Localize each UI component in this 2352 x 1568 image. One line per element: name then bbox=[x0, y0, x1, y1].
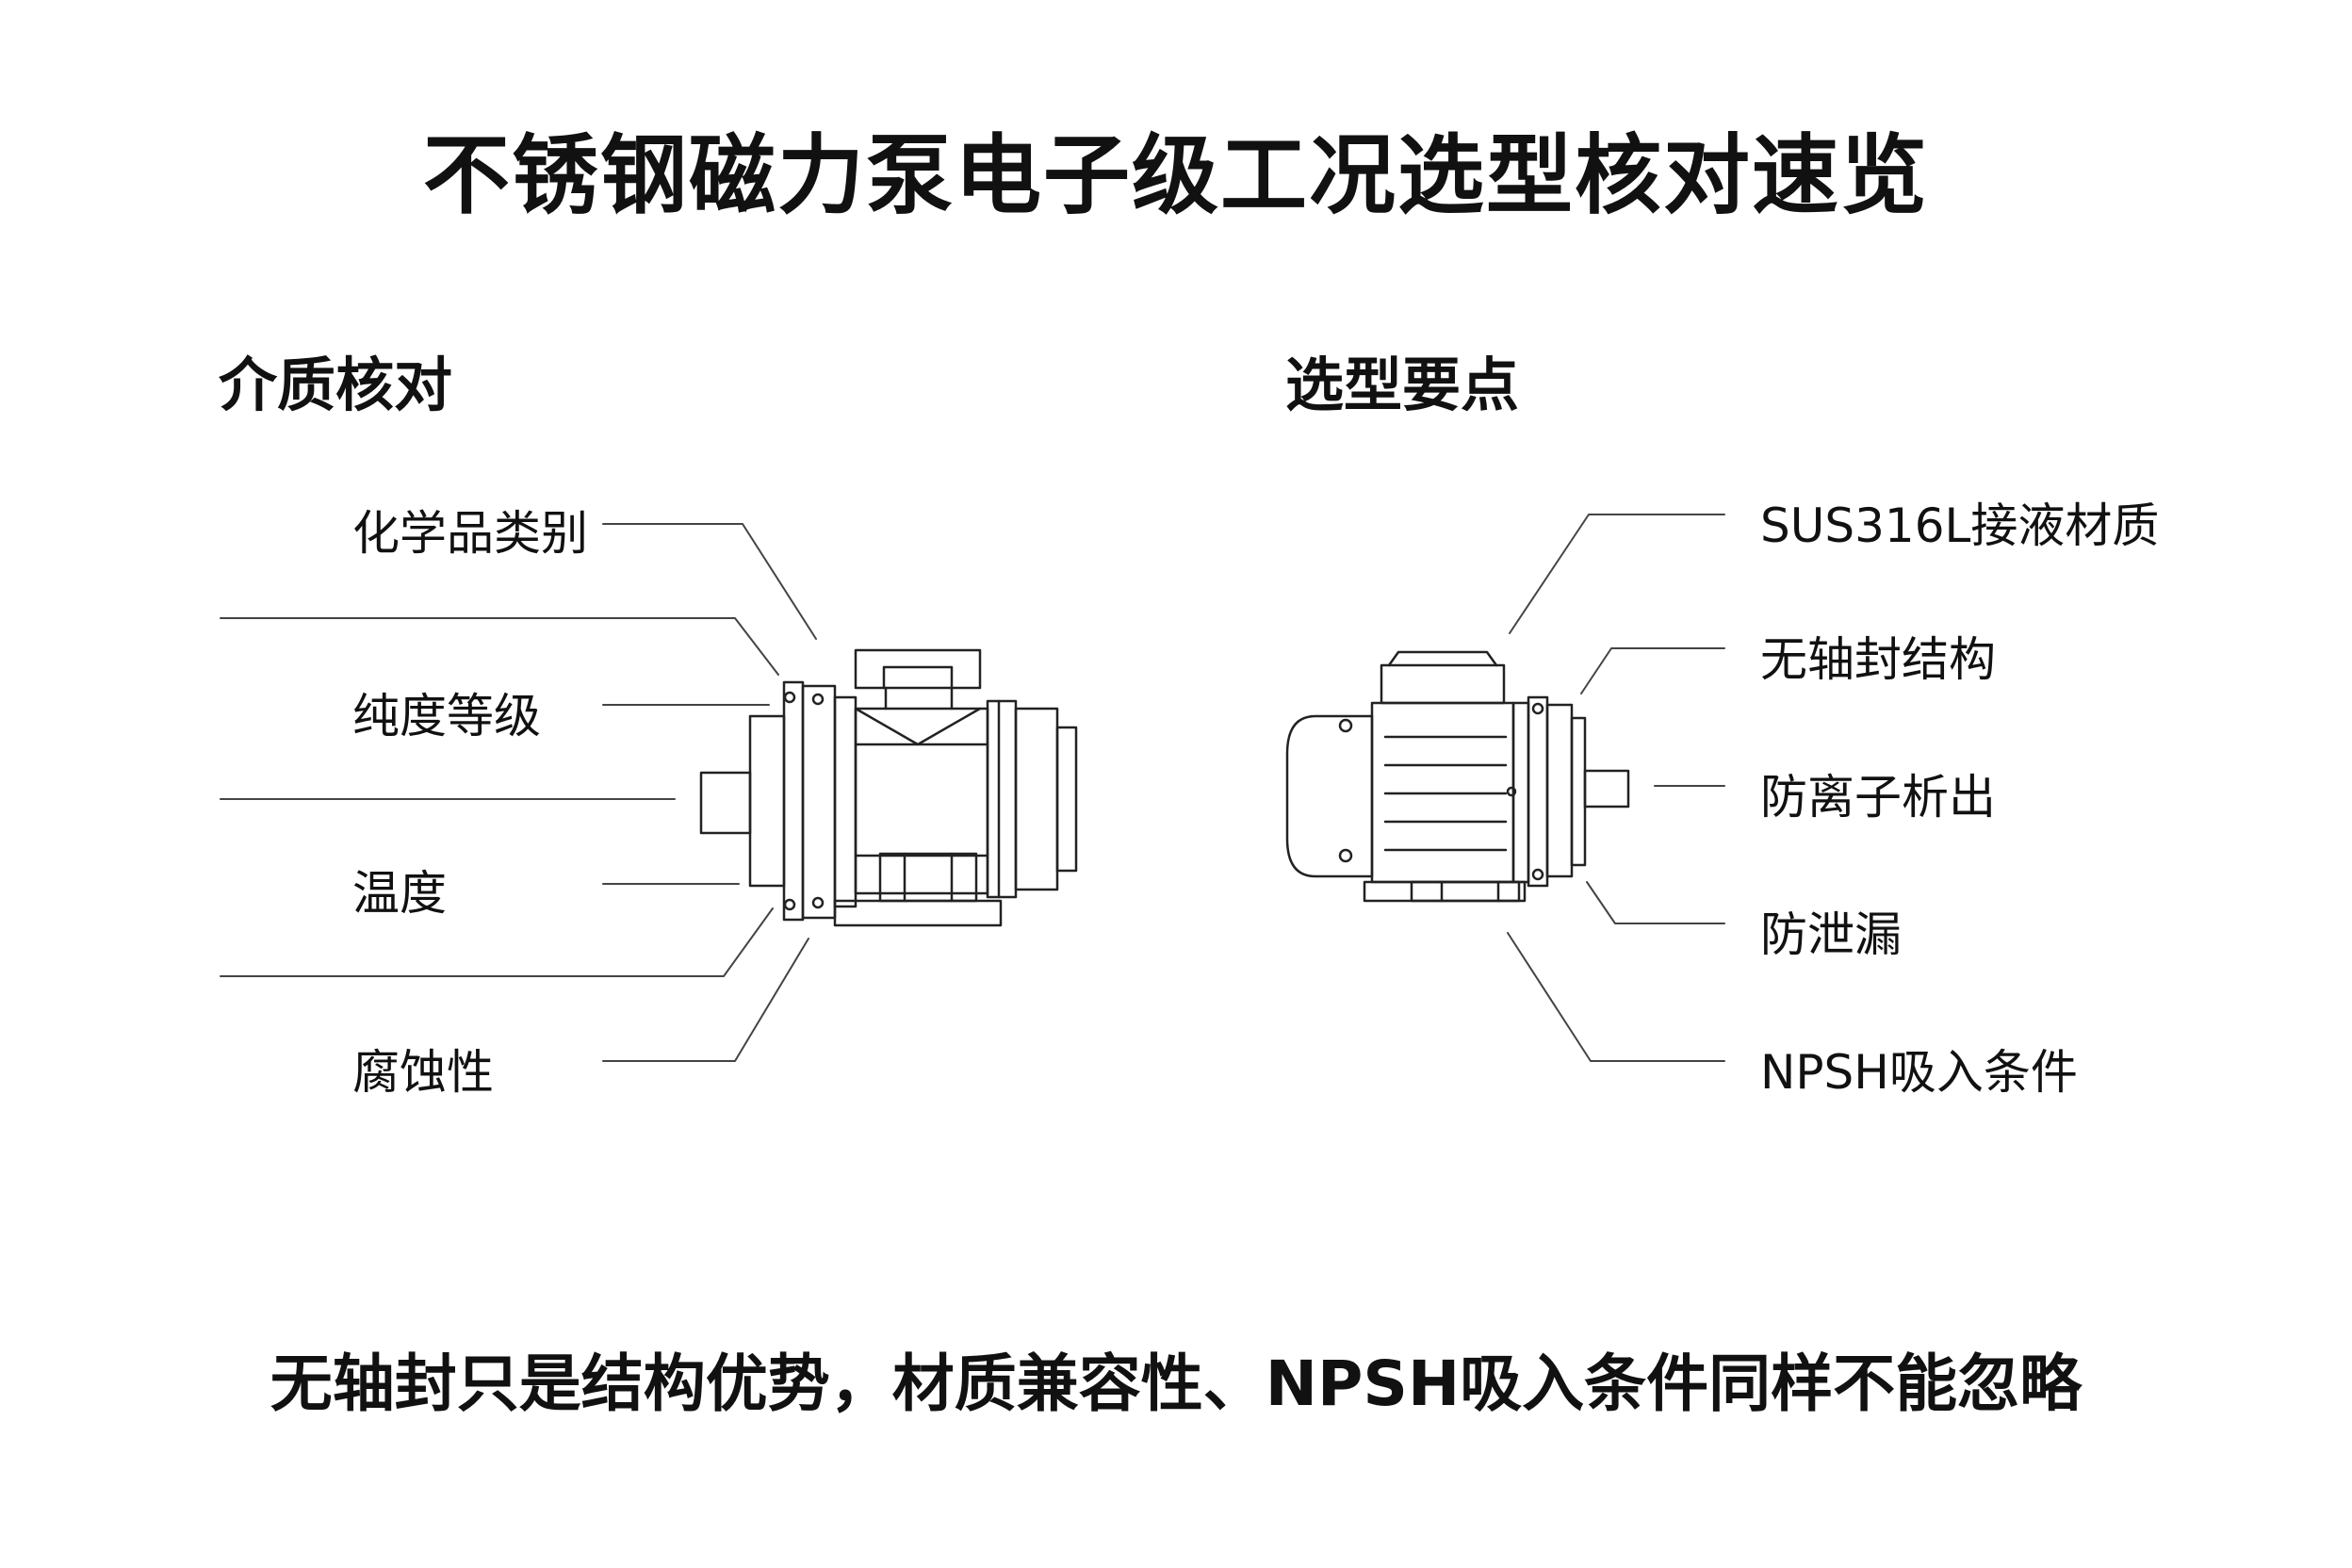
left-callout-lines bbox=[220, 523, 817, 1062]
label-npsh-suction: NPSH吸入条件 bbox=[1760, 1045, 2078, 1100]
left-pump-illustration bbox=[699, 648, 1078, 927]
right-section-heading: 选型要点 bbox=[1285, 351, 1520, 419]
label-anti-ion-leaching: 防离子析出 bbox=[1760, 770, 1996, 825]
label-wetted-material: SUS316L接液材质 bbox=[1760, 498, 2160, 553]
label-leak-proof: 防泄漏 bbox=[1760, 907, 1902, 962]
right-callout-lines bbox=[1507, 514, 1725, 1062]
label-corrosivity: 腐蚀性 bbox=[352, 1045, 494, 1100]
label-purity-grade: 纯度等级 bbox=[352, 689, 541, 743]
left-section-heading: 介质核对 bbox=[219, 351, 453, 419]
label-chemical-category: 化学品类别 bbox=[352, 506, 588, 561]
page-title: 不锈钢磁力泵电子级工况选型核对速览 bbox=[422, 125, 1929, 226]
label-sealless-structure: 无轴封结构 bbox=[1760, 632, 1996, 687]
footer-note: 无轴封只是结构优势，材质兼容性、NPSH吸入条件同样不能忽略 bbox=[270, 1348, 2082, 1420]
right-pump-illustration bbox=[1285, 650, 1630, 903]
label-temperature: 温度 bbox=[352, 866, 447, 921]
